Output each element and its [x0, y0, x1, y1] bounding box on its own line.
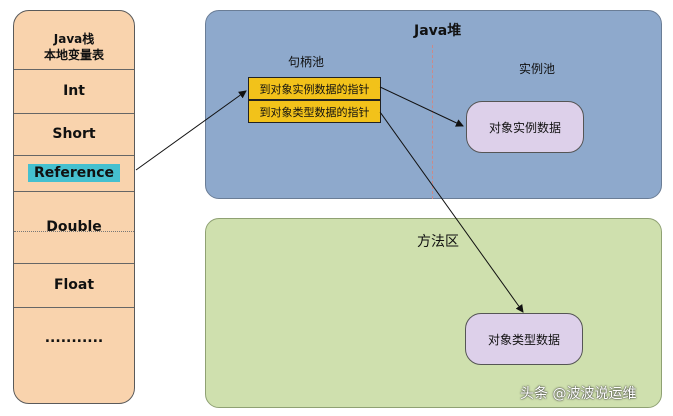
instance-data-label: 对象实例数据: [488, 120, 561, 135]
stack-item-label: ...........: [44, 330, 104, 346]
reference-to-handle-arrow: [135, 90, 247, 171]
pointer-to-type-data: 到对象类型数据的指针: [248, 100, 381, 123]
stack-title-line1: Java栈: [53, 32, 95, 46]
method-area: 方法区 对象类型数据: [205, 218, 662, 408]
handle-to-type-arrow: [379, 111, 524, 313]
type-data-label: 对象类型数据: [487, 332, 560, 347]
divider: [14, 307, 134, 308]
stack-title: Java栈 本地变量表: [14, 25, 134, 69]
divider: [14, 113, 134, 114]
stack-item-label: Reference: [27, 164, 121, 182]
method-area-title: 方法区: [417, 234, 459, 250]
pointer-to-instance-data: 到对象实例数据的指针: [248, 77, 381, 100]
divider: [14, 69, 134, 70]
stack-item-short: Short: [14, 113, 134, 155]
dotted-divider: [14, 231, 134, 232]
stack-title-line2: 本地变量表: [43, 48, 104, 62]
pointer-label: 到对象类型数据的指针: [259, 105, 370, 119]
stack-item-float: Float: [14, 263, 134, 307]
watermark: 头条 @波波说运维: [520, 386, 637, 402]
divider: [14, 155, 134, 156]
pool-separator: [432, 45, 433, 199]
java-heap: Java堆 句柄池 实例池 到对象实例数据的指针 到对象类型数据的指针 对象实例…: [205, 10, 662, 199]
stack-item-label: Int: [63, 83, 85, 99]
handle-to-instance-arrow: [379, 86, 464, 127]
instance-pool-label: 实例池: [519, 62, 556, 76]
pointer-label: 到对象实例数据的指针: [259, 82, 370, 96]
stack-item-label: Short: [52, 126, 96, 142]
stack-item-double: Double: [14, 191, 134, 263]
handle-pool-label: 句柄池: [288, 55, 325, 69]
heap-title: Java堆: [414, 23, 462, 39]
java-stack: Java栈 本地变量表 Int Short Reference Double F…: [13, 10, 135, 404]
stack-item-label: Float: [53, 277, 95, 293]
stack-item-ellipsis: ...........: [14, 307, 134, 369]
stack-item-reference: Reference: [14, 155, 134, 191]
divider: [14, 191, 134, 192]
type-data-box: 对象类型数据: [465, 313, 583, 365]
stack-item-label: Double: [46, 219, 102, 235]
divider: [14, 263, 134, 264]
stack-item-int: Int: [14, 69, 134, 113]
instance-data-box: 对象实例数据: [466, 101, 584, 153]
